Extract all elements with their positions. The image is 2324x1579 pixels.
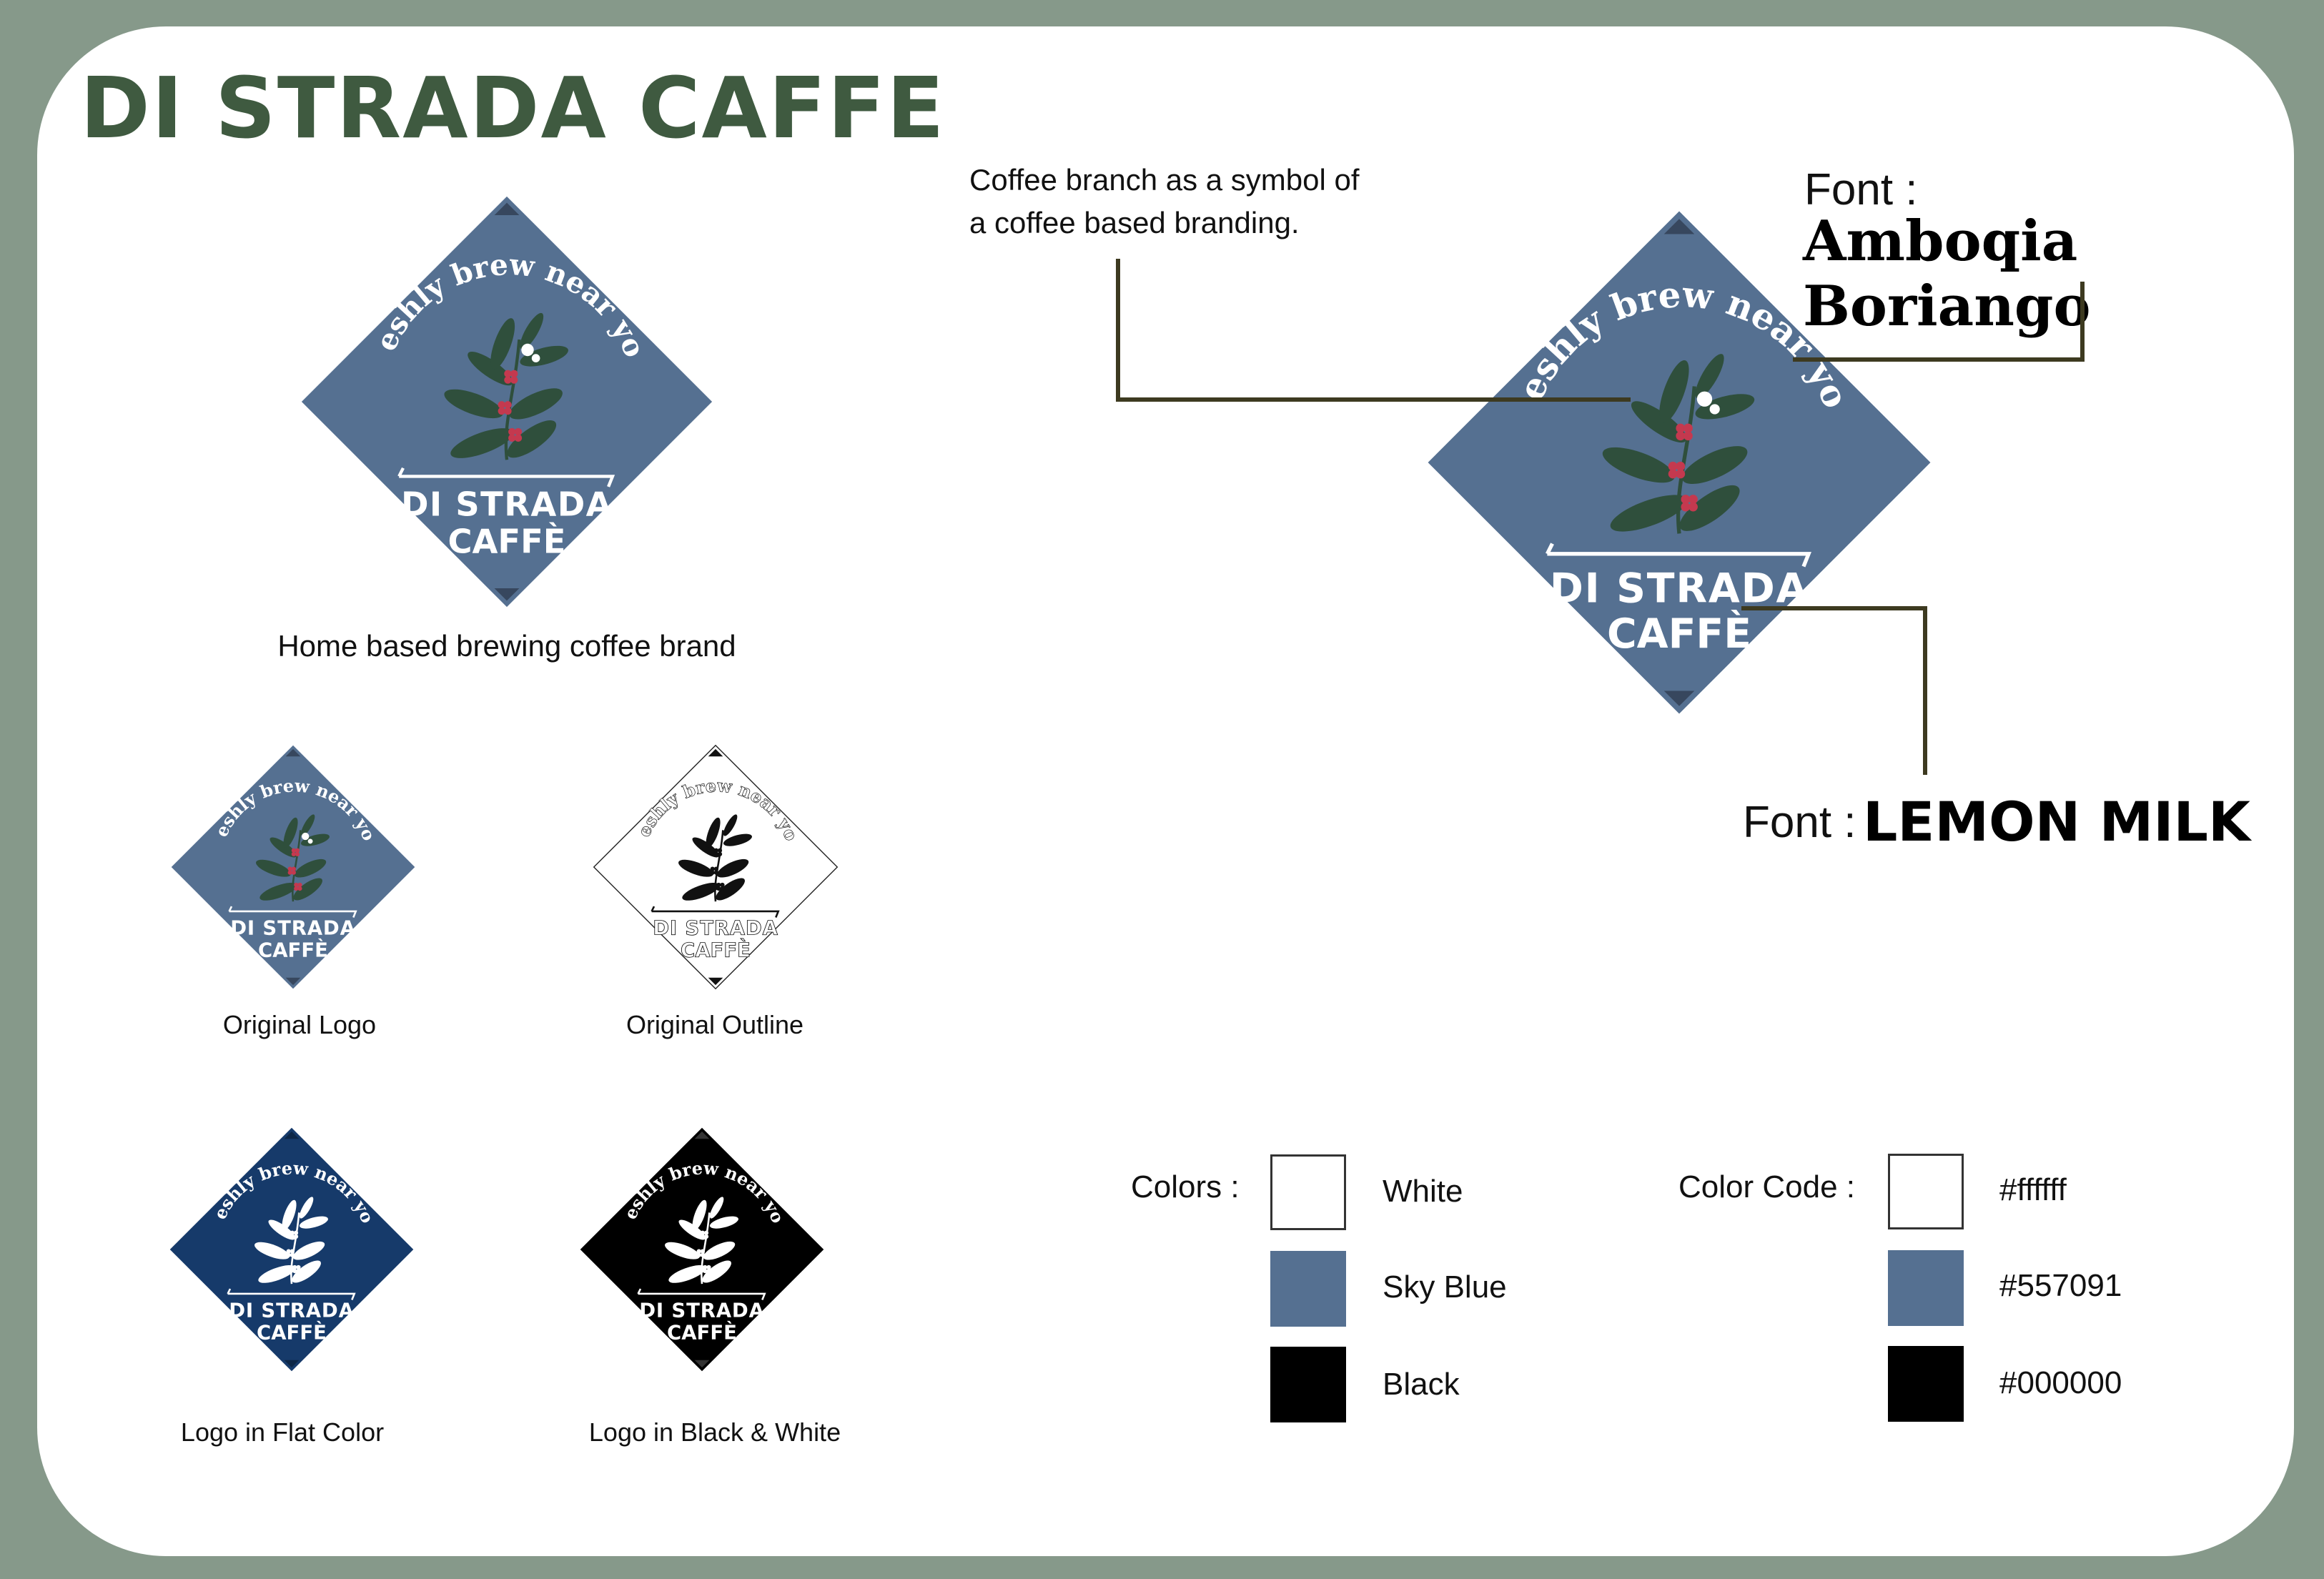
logo-wordmark-line2: CAFFÈ — [257, 1320, 327, 1345]
page-title: DI STRADA CAFFE — [80, 59, 946, 157]
top-triangle-icon — [285, 748, 301, 757]
leader-line — [2080, 282, 2085, 362]
coffee-branch-icon — [665, 1197, 738, 1285]
arrow-line-icon — [228, 906, 357, 918]
top-triangle-icon — [1663, 219, 1695, 234]
leader-line — [1116, 259, 1120, 402]
branch-annotation-line1: Coffee branch as a symbol of — [969, 163, 1360, 197]
main-logo-caption: Home based brewing coffee brand — [277, 629, 736, 663]
logo-wordmark-line1: DI STRADA — [230, 917, 356, 940]
swatch-sky-blue — [1270, 1251, 1346, 1327]
bottom-triangle-icon — [694, 1360, 710, 1368]
coffee-branch-icon — [444, 312, 568, 460]
logo-wordmark-line2: CAFFÈ — [1607, 609, 1751, 658]
logo-wordmark-line2: CAFFÈ — [681, 938, 751, 962]
logo-wordmark-line1: DI STRADA — [401, 485, 613, 524]
colors-label: Colors : — [1131, 1169, 1240, 1204]
leader-line — [1923, 606, 1927, 775]
logo-wordmark-line2: CAFFÈ — [667, 1320, 737, 1345]
bottom-triangle-icon — [284, 1360, 300, 1368]
swatch-white-code — [1888, 1154, 1964, 1229]
swatch-black — [1270, 1347, 1346, 1422]
bottom-triangle-icon — [1663, 690, 1695, 706]
bw-logo-caption: Logo in Black & White — [588, 1417, 841, 1447]
color-name: White — [1383, 1174, 1463, 1209]
color-code-label: Color Code : — [1678, 1169, 1856, 1204]
top-triangle-icon — [284, 1131, 300, 1139]
top-triangle-icon — [694, 1131, 710, 1139]
color-name: Sky Blue — [1383, 1269, 1507, 1305]
bottom-triangle-icon — [285, 977, 301, 986]
logo-wordmark-line2: CAFFÈ — [258, 938, 328, 962]
font1-name: Amboqia Boriango — [1803, 209, 2091, 339]
branch-annotation-line2: a coffee based branding. — [969, 206, 1300, 239]
logo-wordmark-line2: CAFFÈ — [448, 523, 565, 561]
coffee-branch-icon — [254, 1197, 328, 1285]
logo-wordmark-line1: DI STRADA — [653, 917, 778, 940]
coffee-branch-icon — [678, 814, 752, 902]
color-code: #ffffff — [1999, 1172, 2067, 1207]
leader-line — [1741, 606, 1927, 610]
font2-name: LEMON MILK — [1863, 790, 2250, 853]
arrow-line-icon — [651, 906, 780, 918]
leader-line — [1793, 357, 2085, 362]
swatch-sky-blue-code — [1888, 1250, 1964, 1326]
flat-logo-caption: Logo in Flat Color — [180, 1417, 385, 1447]
leader-line — [1116, 397, 1631, 402]
logo-wordmark-line1: DI STRADA — [229, 1300, 355, 1322]
color-code: #000000 — [1999, 1365, 2122, 1400]
arrow-line-icon — [1546, 543, 1811, 568]
font1-label: Font : — [1804, 165, 1918, 214]
top-triangle-icon — [494, 202, 520, 215]
font2-label: Font : — [1743, 798, 1856, 847]
arrow-line-icon — [397, 467, 615, 487]
arrow-line-icon — [227, 1288, 356, 1300]
coffee-branch-icon — [1602, 354, 1755, 534]
logo-wordmark-line1: DI STRADA — [639, 1300, 765, 1322]
top-triangle-icon — [708, 748, 723, 757]
bottom-triangle-icon — [708, 977, 723, 986]
color-code: #557091 — [1999, 1268, 2122, 1303]
original-logo-caption: Original Logo — [222, 1010, 377, 1039]
outline-logo-caption: Original Outline — [625, 1010, 804, 1039]
coffee-branch-icon — [256, 814, 330, 902]
bottom-triangle-icon — [494, 588, 520, 601]
swatch-black-code — [1888, 1346, 1964, 1422]
swatch-white — [1270, 1154, 1346, 1230]
branch-annotation: Coffee branch as a symbol of a coffee ba… — [969, 159, 1360, 244]
logo-wordmark-line1: DI STRADA — [1550, 565, 1809, 612]
arrow-line-icon — [637, 1288, 766, 1300]
color-name: Black — [1383, 1367, 1460, 1402]
